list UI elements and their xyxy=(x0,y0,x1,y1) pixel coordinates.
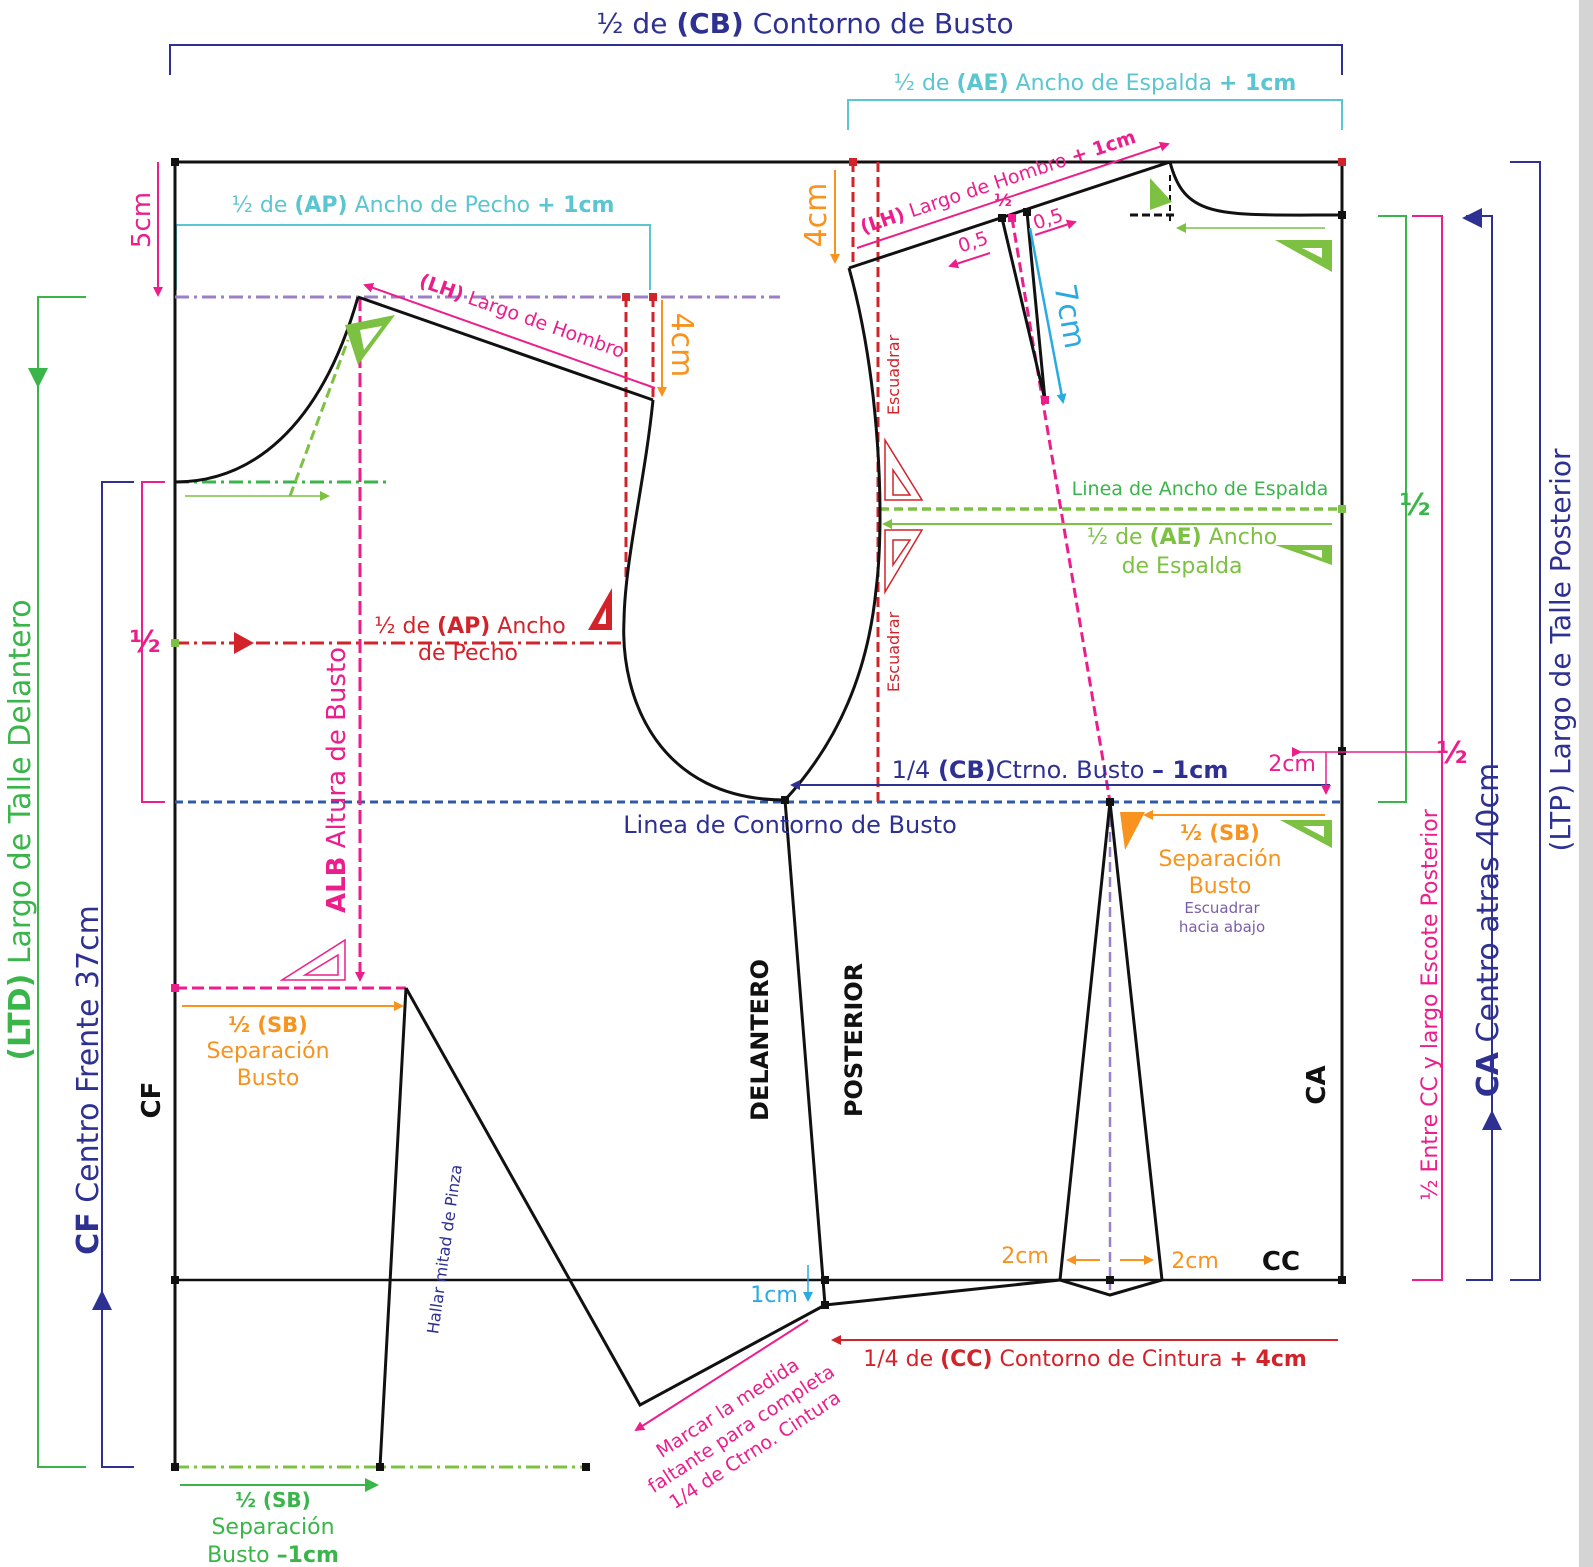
cc-label: CC xyxy=(1262,1247,1300,1277)
ca-side-label: CA Centro atras 40cm xyxy=(1471,763,1506,1097)
half-left-bracket xyxy=(141,481,165,803)
sb-bottom-label-1: ½ (SB) xyxy=(235,1488,311,1512)
ltp-label: (LTP) Largo de Talle Posterior xyxy=(1544,448,1577,852)
sb-bottom-label-3: Busto –1cm xyxy=(207,1543,339,1567)
seven-cm-arrow xyxy=(1028,227,1067,404)
ae-title: ½ de (AE) Ancho de Espalda + 1cm xyxy=(894,71,1297,96)
ltd-bracket xyxy=(37,296,86,1468)
pattern-points xyxy=(171,158,1346,1471)
escuadrar-abajo-2: hacia abajo xyxy=(1179,918,1265,936)
colored-points xyxy=(171,158,1346,992)
sb-back-label-1: ½ (SB) xyxy=(1180,821,1259,845)
sb-front-label-3: Busto xyxy=(237,1066,300,1091)
ltd-label: (LTD) Largo de Talle Delantero xyxy=(3,599,38,1060)
ap-half-label-1: ½ de (AP) Ancho xyxy=(374,614,566,639)
back-waist-seam xyxy=(824,1278,1061,1307)
ae-half-label-1: ½ de (AE) Ancho xyxy=(1087,525,1277,550)
sb-back-square xyxy=(1120,812,1145,850)
ruler-triangle-icon xyxy=(279,437,924,981)
red-triangle-icon-inner xyxy=(598,608,606,624)
lh-front-arrow xyxy=(363,282,656,389)
ae-half-label-2: de Espalda xyxy=(1122,554,1243,579)
cb-bracket xyxy=(169,44,1343,75)
linea-cb-label: Linea de Contorno de Busto xyxy=(623,811,957,839)
front-armhole xyxy=(622,399,786,802)
escuadrar-label-1: Escuadrar xyxy=(884,334,903,415)
ae-bracket xyxy=(847,99,1343,130)
two-cm-top-label: 2cm xyxy=(1268,752,1316,777)
lh-back-arrow xyxy=(856,141,1170,249)
cf-arrow-head xyxy=(92,1290,112,1310)
cb-title: ½ de (CB) Contorno de Busto xyxy=(596,7,1013,40)
sb-back-label-2: Separación xyxy=(1158,847,1281,872)
ca-arrow-top xyxy=(1462,208,1482,228)
ca-label: CA xyxy=(1302,1065,1332,1104)
sb-back-label-3: Busto xyxy=(1189,874,1252,899)
svg-text:faltante para completa: faltante para completa xyxy=(644,1361,839,1498)
one-cm-label: 1cm xyxy=(750,1283,798,1308)
quarter-cb-label: 1/4 (CB)Ctrno. Busto – 1cm xyxy=(892,756,1229,784)
lh-front-label: (LH) Largo de Hombro xyxy=(416,270,627,363)
side-seam xyxy=(783,799,827,1306)
ca-arrow-head xyxy=(1482,1110,1502,1130)
quarter-cc-label: 1/4 de (CC) Contorno de Cintura + 4cm xyxy=(863,1347,1307,1372)
right-edge-bar xyxy=(1579,0,1593,1567)
chest-arrow-head xyxy=(234,632,254,654)
delantero-label: DELANTERO xyxy=(746,959,774,1121)
sb-front-label-1: ½ (SB) xyxy=(228,1013,307,1037)
front-waist-dart xyxy=(378,987,826,1468)
sb-front-label-2: Separación xyxy=(206,1039,329,1064)
shoulder-dart xyxy=(1000,211,1047,401)
neck-diagonal-guide xyxy=(288,339,350,497)
front-neckline xyxy=(174,296,360,484)
marcar-label: Marcar la medida faltante para completa … xyxy=(644,1354,845,1514)
set-square-icon xyxy=(345,178,1332,848)
ltp-bracket xyxy=(1510,161,1541,1281)
hallar-label: Hallar mitad de Pinza xyxy=(423,1163,466,1335)
half-small-label: ½ xyxy=(994,191,1012,211)
half-right2-label: ½ xyxy=(1436,736,1467,771)
zero5-right-arrow xyxy=(1034,219,1077,236)
four-cm-back-label: 4cm xyxy=(799,183,834,248)
cf-label: CF xyxy=(137,1082,167,1119)
zero5-left-arrow xyxy=(948,252,991,269)
alb-label: ALB Altura de Busto xyxy=(322,647,352,913)
cf-bracket xyxy=(101,481,134,1468)
marcar-arrow xyxy=(634,1319,809,1432)
two-cm-left-label: 2cm xyxy=(1001,1244,1049,1269)
ap-bracket xyxy=(175,224,651,290)
back-neckline xyxy=(1168,161,1343,217)
cf-side-label: CF Centro Frente 37cm xyxy=(71,905,106,1255)
two-cm-right-label: 2cm xyxy=(1171,1249,1219,1274)
front-shoulder xyxy=(357,295,654,402)
escuadrar-label-2: Escuadrar xyxy=(884,611,903,692)
linea-ae-label: Linea de Ancho de Espalda xyxy=(1072,478,1329,500)
posterior-label: POSTERIOR xyxy=(840,963,868,1117)
half-right-bracket xyxy=(1378,215,1407,803)
back-dart-diagonal-guide xyxy=(1010,217,1112,803)
ap-title: ½ de (AP) Ancho de Pecho + 1cm xyxy=(232,193,615,218)
half-left-label: ½ xyxy=(129,625,160,660)
four-cm-front-label: 4cm xyxy=(664,313,699,378)
ap-half-label-2: de Pecho xyxy=(418,641,518,666)
ltd-arrow-head xyxy=(28,368,48,388)
five-cm-label: 5cm xyxy=(127,192,157,248)
entre-label: ½ Entre CC y largo Escote Posterior xyxy=(1418,808,1443,1201)
entre-bracket xyxy=(1412,215,1443,1281)
sb-bottom-label-2: Separación xyxy=(211,1515,334,1540)
back-armhole xyxy=(783,267,882,802)
half-right-label: ½ xyxy=(1399,488,1430,523)
escuadrar-abajo-1: Escuadrar xyxy=(1184,899,1260,917)
back-waist-dart xyxy=(1058,801,1164,1297)
seven-cm-label: 7cm xyxy=(1046,281,1092,351)
zero5-right-label: 0,5 xyxy=(1030,204,1066,234)
